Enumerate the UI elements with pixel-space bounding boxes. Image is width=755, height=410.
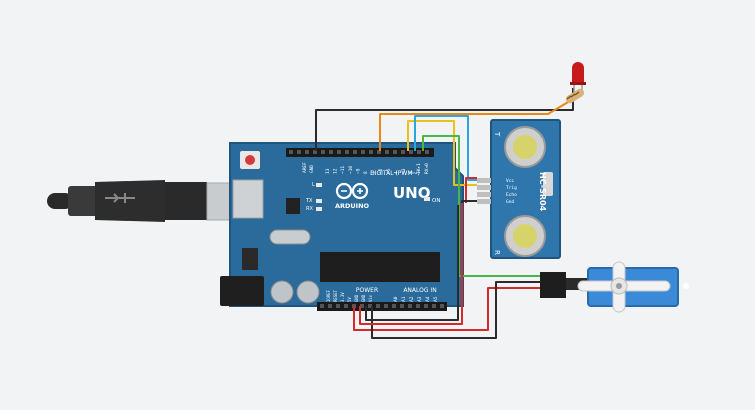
sensor-model: HC-SR04: [538, 172, 547, 212]
analog-pin-label: A1: [401, 296, 407, 302]
wire-vcc: [465, 177, 477, 203]
sensor-pin-label: Vcc: [506, 178, 514, 184]
digital-pin-label: 7: [371, 171, 377, 174]
sensor-r-label: R: [493, 250, 501, 255]
analog-pin-label: A2: [409, 296, 415, 302]
resistor-icon[interactable]: [564, 87, 585, 104]
digital-label: DIGITAL (PWM~): [370, 170, 420, 177]
header-pin[interactable]: [328, 304, 332, 308]
sensor-pin-label: Echo: [506, 192, 517, 198]
header-pin[interactable]: [440, 304, 444, 308]
digital-pin-label: RX◂0: [424, 163, 430, 174]
analog-pin-label: A3: [417, 296, 423, 302]
sensor-pin-label: Trig: [506, 185, 517, 191]
header-pin[interactable]: [289, 150, 293, 154]
wire-sensor-gnd: [461, 200, 477, 205]
digital-pin-label: ~5: [386, 168, 392, 174]
header-pin[interactable]: [336, 304, 340, 308]
wire-trig: [407, 120, 477, 186]
atmega-chip: [320, 252, 440, 282]
digital-pin-label: 13: [325, 168, 331, 174]
header-pin[interactable]: [401, 150, 405, 154]
power-pin-label: 3.3V: [340, 292, 345, 302]
wire-servo-signal: [422, 135, 548, 277]
power-pin-label: GND: [354, 294, 359, 302]
arduino-uno-board[interactable]: DIGITAL (PWM~) UNO ARDUINO POWER ANALOG …: [220, 142, 464, 311]
power-label: POWER: [356, 287, 378, 294]
on-label: ON: [432, 198, 440, 204]
wire-gnd-sensor: [365, 205, 459, 321]
header-pin[interactable]: [424, 304, 428, 308]
digital-pin-label: 8: [363, 171, 369, 174]
analog-pin-label: A0: [393, 296, 399, 302]
l-label: L: [312, 182, 315, 188]
digital-pin-label: 2: [409, 171, 415, 174]
wires[interactable]: [315, 88, 581, 339]
usb-cable-icon[interactable]: [47, 180, 260, 222]
rx-label: RX: [306, 206, 313, 212]
wire-led-signal: [379, 94, 581, 151]
sensor-t-label: T: [493, 131, 501, 137]
header-pin[interactable]: [384, 304, 388, 308]
header-pin[interactable]: [369, 150, 373, 154]
power-jack: [220, 276, 264, 306]
header-pin[interactable]: [329, 150, 333, 154]
analog-label: ANALOG IN: [403, 287, 436, 294]
header-pin[interactable]: [320, 304, 324, 308]
servo-icon[interactable]: [540, 261, 689, 313]
arduino-logo-icon: [335, 182, 369, 200]
digital-pin-label: ~3: [401, 168, 407, 174]
gnd-label: GND: [309, 165, 315, 173]
led-icon[interactable]: [570, 62, 586, 92]
wire-gnd: [371, 281, 548, 339]
header-pin[interactable]: [297, 150, 301, 154]
uno-label: UNO: [393, 184, 431, 202]
power-pin-label: IOREF: [326, 289, 331, 302]
header-pin[interactable]: [376, 304, 380, 308]
power-pin-label: GND: [361, 294, 366, 302]
header-pin[interactable]: [377, 150, 381, 154]
header-pin[interactable]: [361, 150, 365, 154]
header-pin[interactable]: [392, 304, 396, 308]
digital-pin-label: ~6: [378, 168, 384, 174]
header-pin[interactable]: [417, 150, 421, 154]
digital-pin-label: ~9: [355, 168, 361, 174]
power-pin-label: 5V: [347, 297, 352, 302]
wire-echo: [414, 115, 477, 181]
header-pin[interactable]: [408, 304, 412, 308]
digital-pin-label: 12: [333, 168, 339, 174]
header-pin[interactable]: [416, 304, 420, 308]
wire-5v-sensor: [359, 203, 463, 325]
header-pin[interactable]: [425, 150, 429, 154]
header-pin[interactable]: [393, 150, 397, 154]
digital-pin-label: TX▸1: [416, 163, 422, 174]
digital-pin-label: ~10: [348, 166, 354, 174]
brand-label: ARDUINO: [335, 202, 370, 210]
analog-pin-label: A5: [433, 296, 439, 302]
header-pin[interactable]: [353, 150, 357, 154]
header-pin[interactable]: [409, 150, 413, 154]
header-pin[interactable]: [337, 150, 341, 154]
header-pin[interactable]: [400, 304, 404, 308]
header-pin[interactable]: [345, 150, 349, 154]
tx-label: TX: [305, 198, 313, 204]
header-pin[interactable]: [368, 304, 372, 308]
header-pin[interactable]: [432, 304, 436, 308]
power-pin-label: Vin: [368, 294, 373, 302]
power-pin-label: RESET: [333, 289, 338, 302]
header-pin[interactable]: [305, 150, 309, 154]
header-pin[interactable]: [321, 150, 325, 154]
header-pin[interactable]: [360, 304, 364, 308]
digital-pin-label: ~11: [340, 166, 346, 174]
analog-pin-label: A4: [425, 296, 431, 302]
wire-5v: [353, 287, 548, 331]
header-pin[interactable]: [313, 150, 317, 154]
sensor-pin-label: Gnd: [506, 199, 514, 205]
header-pin[interactable]: [344, 304, 348, 308]
digital-pin-label: 4: [393, 171, 399, 174]
header-pin[interactable]: [385, 150, 389, 154]
aref-label: AREF: [302, 162, 308, 173]
